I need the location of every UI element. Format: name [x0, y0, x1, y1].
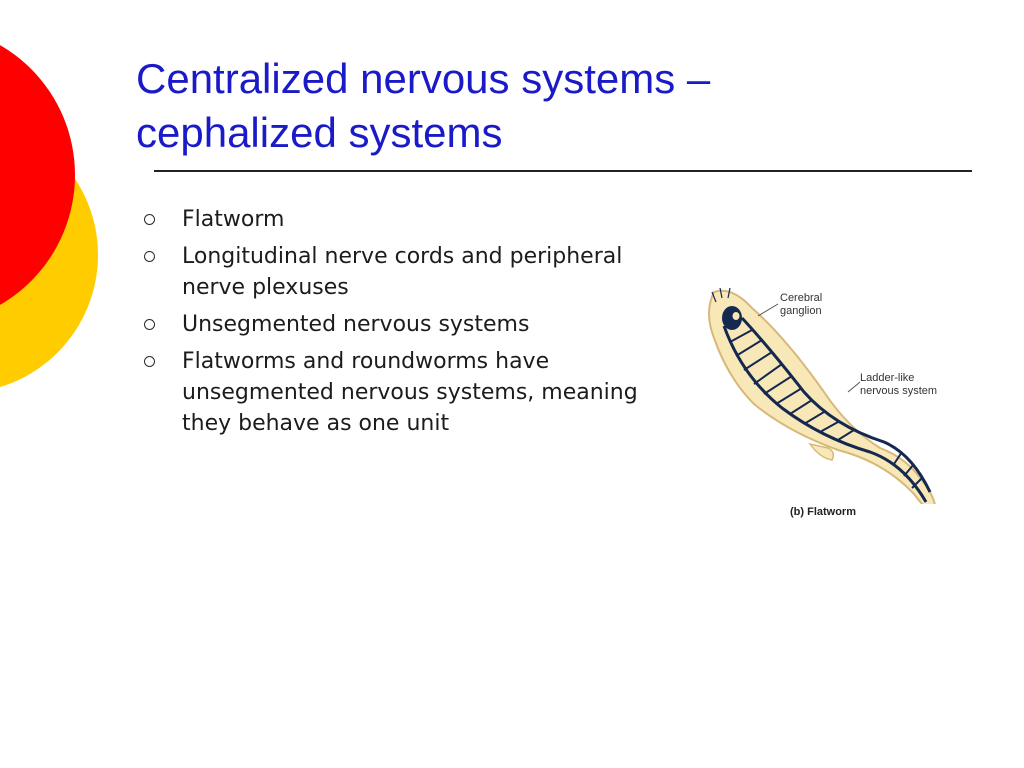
bullet-item: Flatworm — [140, 204, 640, 235]
bullet-text: Longitudinal nerve cords and peripheral … — [182, 244, 623, 300]
flatworm-figure: Cerebral ganglion Ladder-like nervous sy… — [698, 282, 960, 522]
bullet-circle-icon — [144, 214, 155, 225]
figure-caption: (b) Flatworm — [790, 506, 856, 518]
label-text: Cerebral — [780, 292, 823, 304]
label-cerebral-ganglion: Cerebral ganglion — [780, 292, 822, 318]
label-text: Ladder-like — [860, 372, 915, 384]
bullet-item: Unsegmented nervous systems — [140, 309, 640, 340]
bullet-item: Flatworms and roundworms have unsegmente… — [140, 346, 640, 439]
bullet-circle-icon — [144, 319, 155, 330]
slide-title: Centralized nervous systems – cephalized… — [136, 52, 956, 160]
bullet-circle-icon — [144, 251, 155, 262]
bullet-text: Flatworm — [182, 207, 285, 232]
red-circle — [0, 45, 75, 305]
title-line-2: cephalized systems — [136, 109, 503, 156]
title-line-1: Centralized nervous systems – — [136, 55, 711, 102]
bullet-item: Longitudinal nerve cords and peripheral … — [140, 241, 640, 303]
bullet-text: Unsegmented nervous systems — [182, 312, 530, 337]
bullet-list: Flatworm Longitudinal nerve cords and pe… — [140, 204, 640, 445]
title-divider — [154, 170, 972, 172]
label-text: nervous system — [860, 385, 938, 397]
decorative-circles — [0, 45, 98, 388]
label-text: ganglion — [780, 305, 822, 317]
bullet-text: Flatworms and roundworms have unsegmente… — [182, 349, 638, 436]
bullet-circle-icon — [144, 356, 155, 367]
flatworm-illustration — [708, 287, 936, 504]
label-ladder-like-nervous-system: Ladder-like nervous system — [860, 372, 937, 398]
